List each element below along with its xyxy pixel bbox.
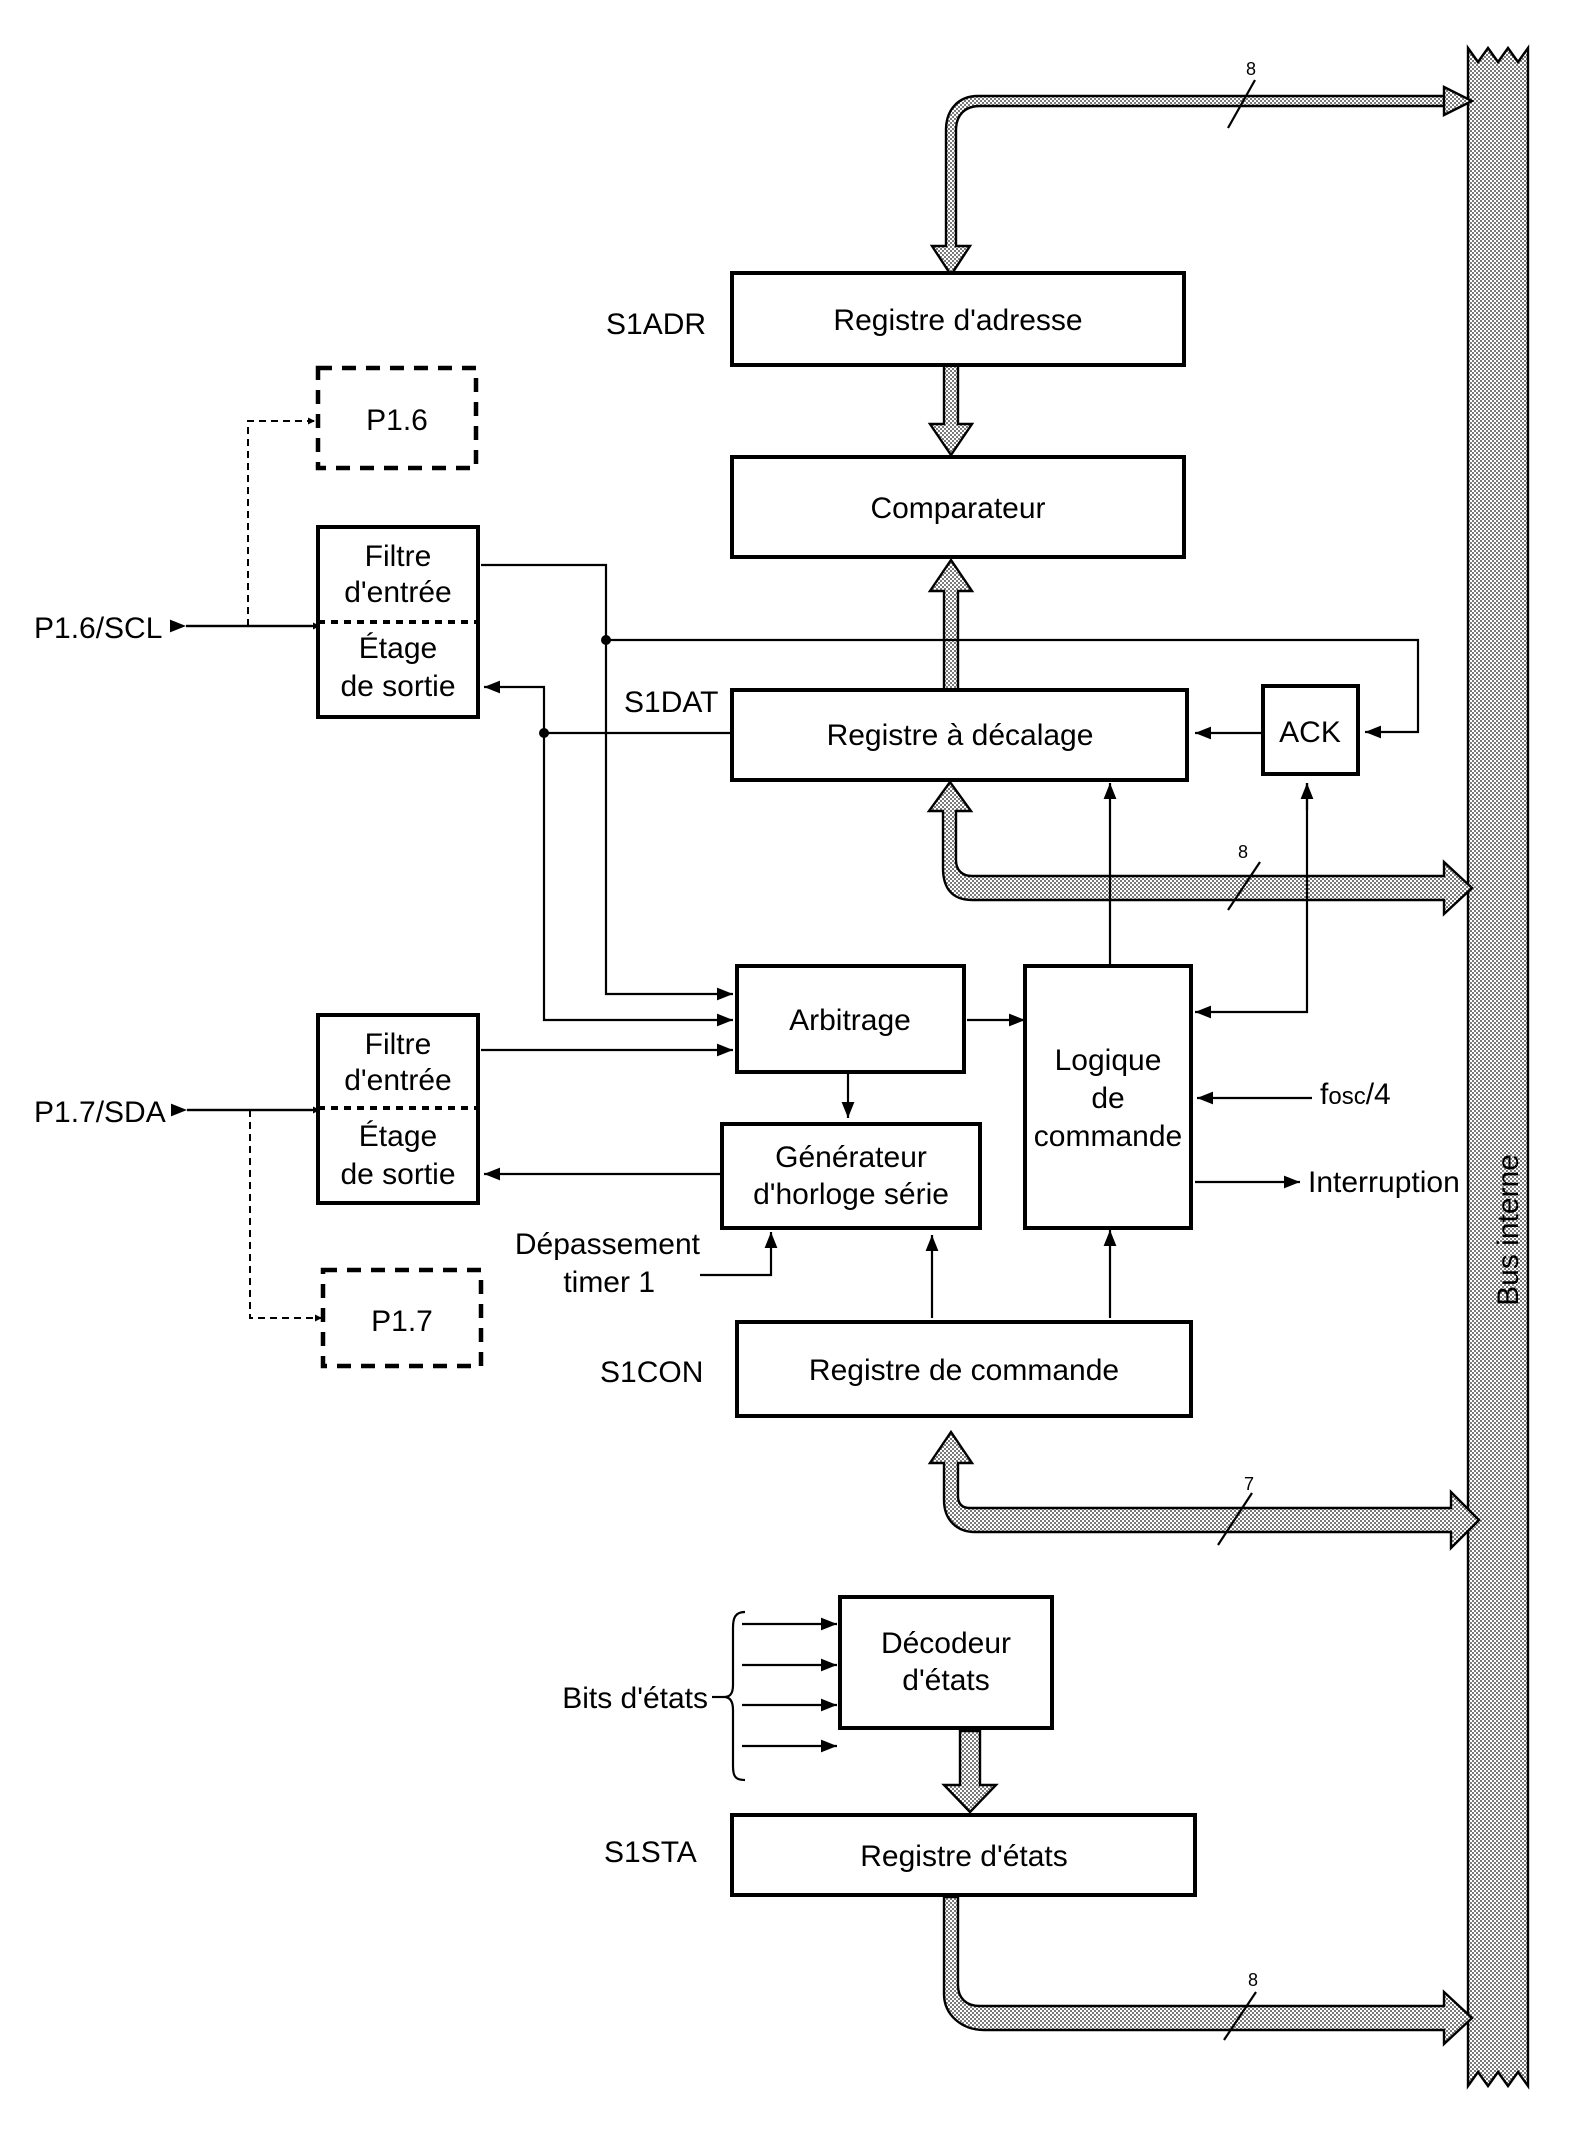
svg-text:Registre d'états: Registre d'états <box>860 1840 1068 1873</box>
signal-interruption: Interruption <box>1308 1166 1460 1199</box>
pin-sda: P1.7/SDA <box>34 1096 166 1129</box>
wire-scl-p16 <box>247 417 315 626</box>
svg-text:Registre à décalage: Registre à décalage <box>827 719 1094 752</box>
block-clock-generator: Générateur d'horloge série <box>720 1122 982 1230</box>
svg-text:d'états: d'états <box>902 1664 989 1697</box>
signal-timer-overflow-1: Dépassement <box>515 1228 701 1261</box>
label-s1adr: S1ADR <box>606 308 706 341</box>
bus-arrow-s1con <box>927 1429 1481 1551</box>
block-comparator: Comparateur <box>730 455 1186 559</box>
bus-width-dat: 8 <box>1238 842 1248 862</box>
block-scl-io: Filtre d'entrée Étage de sortie <box>316 525 480 719</box>
svg-text:Registre d'adresse: Registre d'adresse <box>833 304 1082 337</box>
svg-text:Comparateur: Comparateur <box>870 492 1045 525</box>
svg-text:P1.7: P1.7 <box>371 1305 433 1338</box>
bus-arrow-adr-comp <box>927 363 975 458</box>
wire-ack-logique <box>1195 783 1309 1019</box>
block-control-logic: Logique de commande <box>1023 964 1193 1230</box>
block-shift-register: Registre à décalage <box>730 688 1189 782</box>
signal-timer-overflow-2: timer 1 <box>563 1266 655 1299</box>
block-status-decoder: Décodeur d'états <box>838 1595 1054 1730</box>
bus-arrow-dec-sta <box>941 1729 999 1814</box>
bus-arrow-dat-comp <box>927 557 975 692</box>
label-s1con: S1CON <box>600 1356 703 1389</box>
svg-text:de sortie: de sortie <box>340 670 455 703</box>
svg-text:de sortie: de sortie <box>340 1158 455 1191</box>
svg-text:d'horloge série: d'horloge série <box>753 1178 949 1211</box>
bus-width-adr: 8 <box>1246 59 1256 79</box>
svg-text:d'entrée: d'entrée <box>344 1064 451 1097</box>
svg-text:Générateur: Générateur <box>775 1141 927 1174</box>
svg-text:Étage: Étage <box>359 1120 437 1153</box>
block-p16-dashed: P1.6 <box>315 365 479 471</box>
svg-text:Filtre: Filtre <box>365 1028 432 1061</box>
internal-bus-bar <box>1466 44 1530 2090</box>
block-arbitrage: Arbitrage <box>735 964 966 1074</box>
signal-fosc: fosc/4 <box>1320 1078 1391 1111</box>
svg-text:Décodeur: Décodeur <box>881 1627 1011 1660</box>
bus-width-sta: 8 <box>1248 1970 1258 1990</box>
block-command-register: Registre de commande <box>735 1320 1193 1418</box>
svg-text:Registre de commande: Registre de commande <box>809 1354 1119 1387</box>
block-status-register: Registre d'états <box>730 1813 1197 1897</box>
bus-label: Bus interne <box>1492 1154 1525 1306</box>
block-p17-dashed: P1.7 <box>320 1267 484 1369</box>
svg-text:commande: commande <box>1034 1120 1182 1153</box>
svg-text:Logique: Logique <box>1055 1044 1162 1077</box>
wire-scl-filter-arb <box>481 563 733 1001</box>
wire-timer-gen <box>700 1232 778 1277</box>
svg-text:de: de <box>1091 1082 1124 1115</box>
pin-scl: P1.6/SCL <box>34 612 162 645</box>
svg-text:ACK: ACK <box>1279 716 1341 749</box>
label-s1sta: S1STA <box>604 1836 697 1869</box>
block-address-register: Registre d'adresse <box>730 271 1186 367</box>
status-bits-wires <box>712 1610 837 1782</box>
svg-text:P1.6: P1.6 <box>366 404 428 437</box>
label-s1dat: S1DAT <box>624 686 718 719</box>
bus-arrow-s1adr <box>929 85 1475 278</box>
svg-text:Arbitrage: Arbitrage <box>789 1004 911 1037</box>
wire-scl-ack <box>606 638 1420 739</box>
block-ack: ACK <box>1261 684 1360 776</box>
svg-text:Filtre: Filtre <box>365 540 432 573</box>
bus-arrow-s1sta <box>942 1895 1474 2047</box>
wire-dat-arb <box>542 733 733 1027</box>
bus-width-con: 7 <box>1244 1474 1254 1494</box>
bus-arrow-s1dat <box>926 779 1474 917</box>
svg-text:Étage: Étage <box>359 632 437 665</box>
wire-sda-p17 <box>249 1110 322 1322</box>
svg-text:d'entrée: d'entrée <box>344 576 451 609</box>
block-sda-io: Filtre d'entrée Étage de sortie <box>316 1013 480 1205</box>
signal-status-bits: Bits d'états <box>562 1682 708 1715</box>
